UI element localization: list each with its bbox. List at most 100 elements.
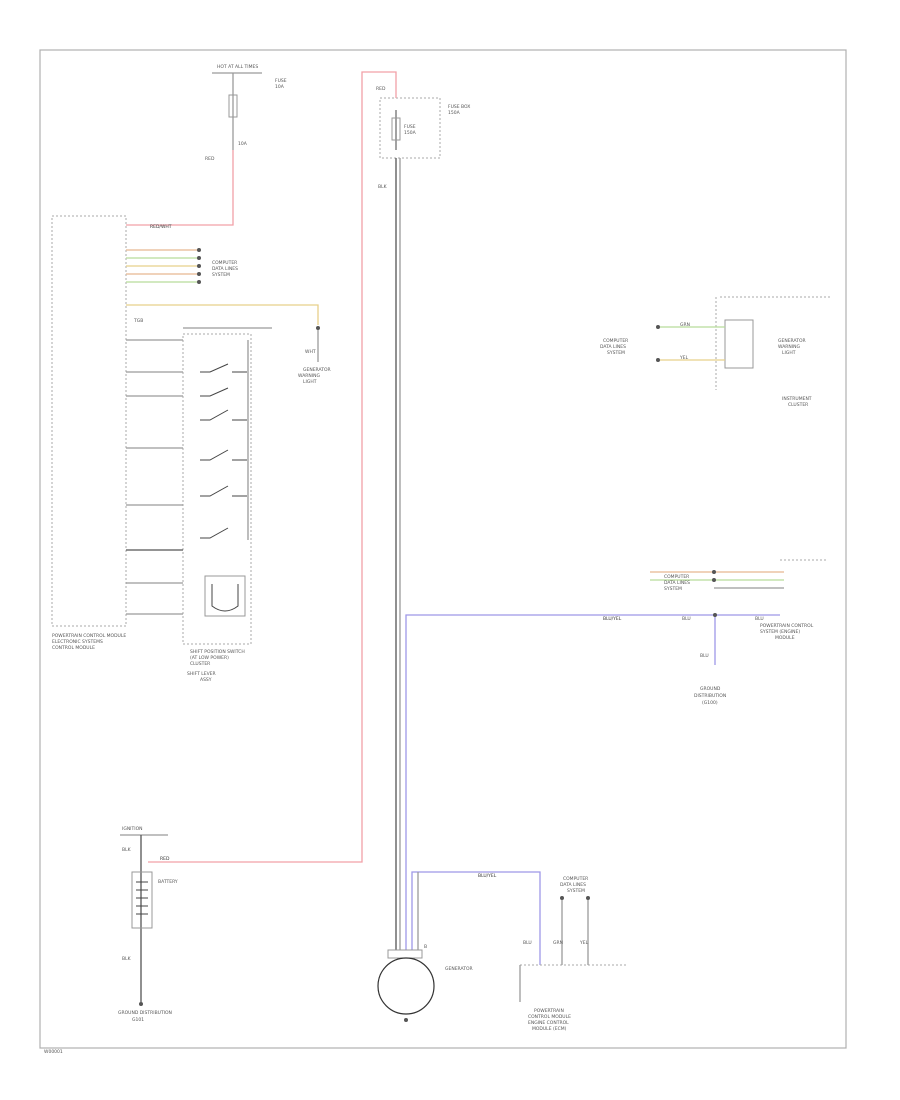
ecm-label-2: CONTROL MODULE	[528, 1014, 571, 1020]
data-lines-right-2: DATA LINES	[664, 580, 690, 586]
ground-bottom-2: G101	[132, 1017, 144, 1023]
shift-switch-label-3: CLUSTER	[190, 661, 210, 667]
pcm-right-label-3: MODULE	[775, 635, 795, 641]
engine-control-module: COMPUTER DATA LINES SYSTEM BLU GRN YEL P…	[519, 876, 628, 1032]
gen-warning-label-1: GENERATOR	[303, 367, 331, 373]
instrument-cluster: GRN YEL COMPUTER DATA LINES SYSTEM GENER…	[600, 296, 832, 408]
shift-switch-box	[182, 333, 252, 645]
ic-warn-label-1: GENERATOR	[778, 338, 806, 344]
fuse-box-rating: 150A	[404, 130, 417, 136]
ic-label-2: CLUSTER	[788, 402, 808, 408]
wire-label-red-fuse: RED	[376, 86, 386, 92]
wire-label-blu-3: BLU	[700, 653, 709, 659]
wire-label-blk: BLK	[378, 184, 388, 190]
data-lines-left-2: DATA LINES	[212, 266, 238, 272]
wire-label-red-batt: RED	[160, 856, 170, 862]
wire-yellow-warning	[126, 304, 319, 325]
center-fuse-box: FUSE 150A FUSE BOX 150A	[379, 97, 470, 159]
data-lines-ic-1: COMPUTER	[603, 338, 628, 344]
wire-label-blk-batt-1: BLK	[122, 847, 132, 853]
ecm-label-4: MODULE (ECM)	[532, 1026, 567, 1032]
wire-label-red-wht: RED/WHT	[150, 224, 172, 230]
wire-red-battery-to-fuse	[148, 71, 397, 863]
wire-red-fuse-to-pcm	[126, 150, 234, 226]
ic-warn-label-3: LIGHT	[782, 350, 796, 356]
fuse-box-150a	[379, 97, 441, 159]
fuse-top-symbol	[228, 94, 238, 118]
ecm-label-3: ENGINE CONTROL	[528, 1020, 569, 1026]
generator-warning-light: TGB WHT GENERATOR WARNING LIGHT	[126, 304, 331, 385]
shift-switch-relay	[204, 575, 246, 617]
fuse-top-rating: 10A	[275, 84, 285, 90]
battery-group: IGNITION BATTERY BLK BLK GROUND DISTRIBU…	[118, 826, 178, 1023]
pcm-data-lines: COMPUTER DATA LINES SYSTEM	[126, 248, 238, 284]
wire-label-yel-ic: YEL	[679, 355, 689, 361]
wire-label-grn-ic: GRN	[680, 322, 690, 328]
pcm-label-3: CONTROL MODULE	[52, 645, 95, 651]
wire-label-red-top: RED	[205, 156, 215, 162]
wire-label-blu-2: BLU	[755, 616, 764, 622]
wire-label-blk-batt-2: BLK	[122, 956, 132, 962]
data-lines-left-1: COMPUTER	[212, 260, 237, 266]
fuse-box-right-1: FUSE BOX	[448, 104, 470, 110]
data-lines-bottom-3: SYSTEM	[567, 888, 585, 894]
generator-symbol	[377, 957, 435, 1015]
pin-tgb: TGB	[133, 318, 143, 324]
ground-bottom-1: GROUND DISTRIBUTION	[118, 1010, 172, 1016]
fuse-top-label: FUSE	[275, 78, 287, 84]
shift-switch-label-1: SHIFT POSITION SWITCH	[190, 649, 245, 655]
wire-label-blu-yel: BLU/YEL	[603, 616, 622, 622]
ecm-label-1: POWERTRAIN	[534, 1008, 564, 1014]
diagram-frame	[39, 49, 847, 1049]
cluster-warning-lamp	[724, 319, 754, 369]
pcm-right-label-2: SYSTEM (ENGINE)	[760, 629, 800, 635]
wire-blue-gen-to-ecm	[411, 871, 541, 965]
ground-distribution-right: GROUND DISTRIBUTION (G100)	[694, 686, 726, 706]
wire-label-grn-ecm: GRN	[553, 940, 563, 946]
shift-lever-label: SHIFT LEVER	[187, 671, 216, 677]
data-lines-bottom-1: COMPUTER	[563, 876, 588, 882]
wire-label-wht-warn: WHT	[305, 349, 316, 355]
ground-dist-right-2: DISTRIBUTION	[694, 693, 726, 699]
pcm-label-2: ELECTRONIC SYSTEMS	[52, 639, 103, 645]
fuse-box-right-2: 150A	[448, 110, 461, 116]
ground-dist-right-1: GROUND	[700, 686, 721, 692]
generator-label: GENERATOR	[445, 966, 473, 972]
data-lines-ic-3: SYSTEM	[607, 350, 625, 356]
shift-switch-label-2: (AT LOW POWER)	[190, 655, 229, 661]
wire-label-yel-ecm: YEL	[579, 940, 589, 946]
pcm-right-label-1: POWERTRAIN CONTROL	[760, 623, 814, 629]
data-lines-left-3: SYSTEM	[212, 272, 230, 278]
wire-label-blu-ecm-2: BLU	[523, 940, 532, 946]
powertrain-control-right: COMPUTER DATA LINES SYSTEM POWERTRAIN CO…	[650, 559, 828, 641]
battery-label: BATTERY	[158, 879, 178, 885]
fuse-box-label: FUSE	[404, 124, 416, 130]
ground-dist-right-3: (G100)	[702, 700, 718, 706]
generator-group: BLU/YEL GENERATOR B	[377, 871, 541, 1022]
ic-label-1: INSTRUMENT	[782, 396, 812, 402]
shift-lever-label-2: ASSY	[200, 677, 212, 683]
ignition-label: IGNITION	[122, 826, 143, 832]
top-left-fuse-group: HOT AT ALL TIMES FUSE 10A 10A RED/WHT RE…	[126, 64, 287, 230]
footer-code: W00001	[44, 1049, 63, 1055]
hot-label: HOT AT ALL TIMES	[217, 64, 258, 70]
gen-warning-label-3: LIGHT	[303, 379, 317, 385]
generator-pin-b: B	[424, 944, 427, 950]
ic-warn-label-2: WARNING	[778, 344, 800, 350]
wire-blue-gen-to-pcm-right	[405, 614, 718, 950]
data-lines-right-3: SYSTEM	[664, 586, 682, 592]
data-lines-right-1: COMPUTER	[664, 574, 689, 580]
wire-label-blu-1: BLU	[682, 616, 691, 622]
gen-warning-label-2: WARNING	[298, 373, 320, 379]
wire-label-blu-ecm: BLU/YEL	[478, 873, 497, 879]
powertrain-control-module: POWERTRAIN CONTROL MODULE ELECTRONIC SYS…	[51, 215, 127, 651]
battery-symbol	[131, 871, 153, 929]
shift-position-switch: SHIFT POSITION SWITCH (AT LOW POWER) CLU…	[126, 327, 272, 683]
fuse-top-pin: 10A	[238, 141, 248, 147]
data-lines-ic-2: DATA LINES	[600, 344, 626, 350]
pcm-box	[51, 215, 127, 627]
pcm-label-1: POWERTRAIN CONTROL MODULE	[52, 633, 126, 639]
data-lines-bottom-2: DATA LINES	[560, 882, 586, 888]
